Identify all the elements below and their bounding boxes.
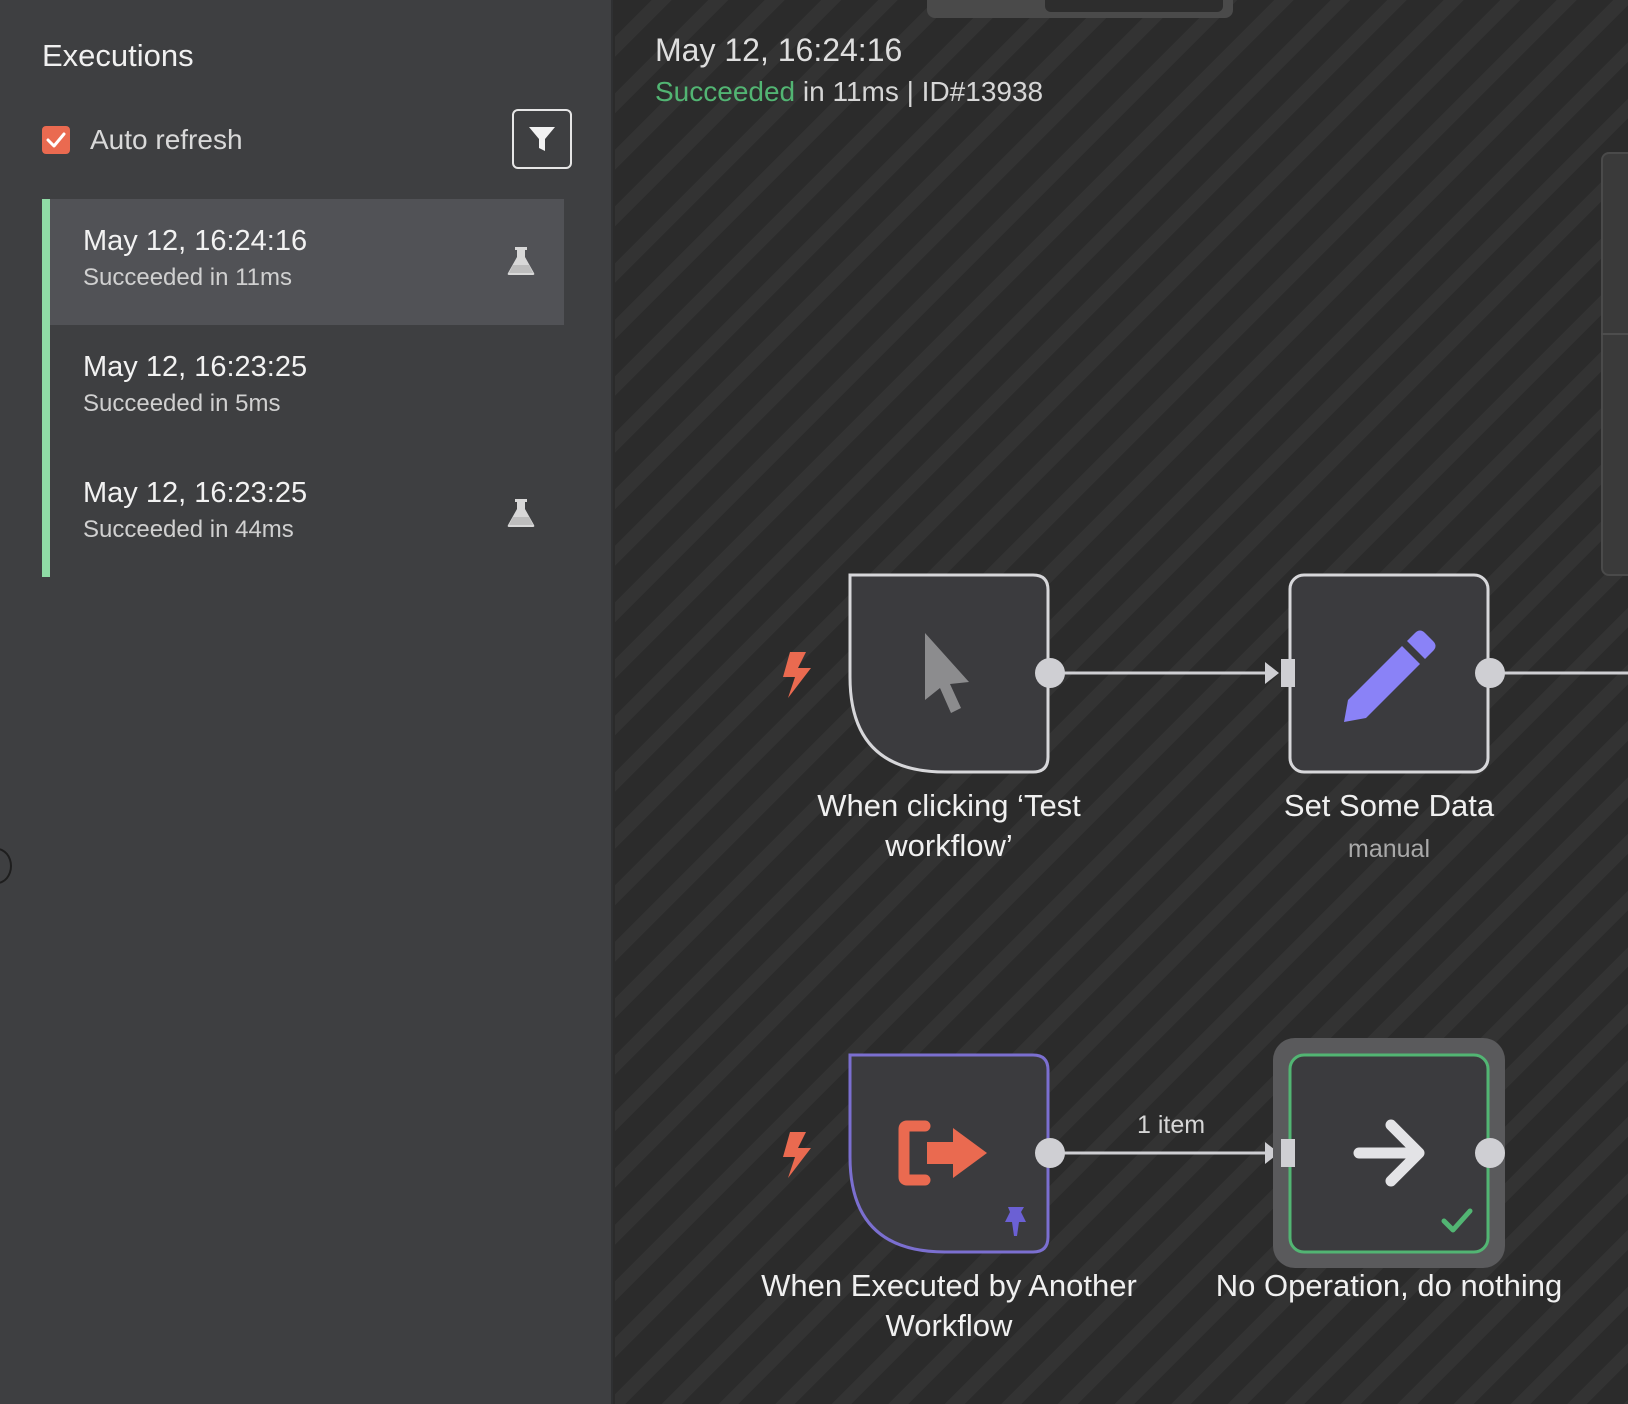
output-handle[interactable] xyxy=(1475,658,1505,688)
execution-header-status-detail: in 11ms | ID#13938 xyxy=(795,76,1044,107)
execution-item[interactable]: May 12, 16:23:25 Succeeded in 5ms xyxy=(42,325,564,451)
execution-header-status: Succeeded in 11ms | ID#13938 xyxy=(655,76,1043,108)
sidebar-title: Executions xyxy=(42,38,194,73)
input-handle[interactable] xyxy=(1281,1139,1295,1167)
auto-refresh-toggle[interactable]: Auto refresh xyxy=(42,122,243,158)
output-handle[interactable] xyxy=(1035,658,1065,688)
node-label-manual-trigger: When clicking ‘Test workflow’ xyxy=(817,788,1081,863)
flask-icon xyxy=(507,499,535,527)
node-no-operation[interactable] xyxy=(1273,1038,1505,1268)
canvas-controls-divider xyxy=(1601,333,1628,335)
execution-date: May 12, 16:23:25 xyxy=(83,477,308,509)
canvas-controls-panel[interactable] xyxy=(1601,152,1628,576)
execution-status: Succeeded in 11ms xyxy=(83,264,293,291)
workflow-graph xyxy=(783,573,1628,1268)
connection-execute-to-noop[interactable] xyxy=(1050,1142,1279,1164)
connection-item-count: 1 item xyxy=(1137,1111,1206,1139)
auto-refresh-label: Auto refresh xyxy=(90,124,243,155)
flask-icon xyxy=(507,247,535,275)
output-handle[interactable] xyxy=(1035,1138,1065,1168)
execution-item[interactable]: May 12, 16:24:16 Succeeded in 11ms xyxy=(42,199,564,325)
filter-button[interactable] xyxy=(512,109,572,169)
execution-item[interactable]: May 12, 16:23:25 Succeeded in 44ms xyxy=(42,451,564,577)
auto-refresh-checkbox[interactable] xyxy=(42,126,70,154)
sign-out-icon xyxy=(898,1120,987,1186)
execution-status: Succeeded in 44ms xyxy=(83,516,294,543)
execution-list: May 12, 16:24:16 Succeeded in 11ms May 1… xyxy=(42,199,564,577)
workflow-canvas[interactable]: May 12, 16:24:16 Succeeded in 11ms | ID#… xyxy=(615,0,1628,1404)
filter-icon xyxy=(529,127,555,151)
output-handle[interactable] xyxy=(1475,1138,1505,1168)
execution-header-date: May 12, 16:24:16 xyxy=(655,32,903,68)
node-label-set-some-data: Set Some Data xyxy=(1283,788,1495,823)
execution-date: May 12, 16:24:16 xyxy=(83,225,308,257)
node-subtitle-set-some-data: manual xyxy=(1348,835,1430,863)
execution-header-status-word: Succeeded xyxy=(655,76,796,107)
execution-date: May 12, 16:23:25 xyxy=(83,351,308,383)
pin-icon xyxy=(1005,1207,1026,1236)
node-execute-workflow-trigger[interactable] xyxy=(848,1053,1065,1254)
trigger-bolt-icon xyxy=(783,652,811,698)
cursor-icon xyxy=(925,633,969,713)
node-label-no-operation: No Operation, do nothing xyxy=(1215,1268,1563,1303)
arrow-right-icon xyxy=(1353,1119,1425,1187)
success-check-icon xyxy=(1441,1208,1473,1233)
execution-status: Succeeded in 5ms xyxy=(83,390,281,417)
connection-manual-to-set[interactable] xyxy=(1050,662,1279,684)
pencil-icon xyxy=(1344,630,1436,722)
top-tab-active[interactable] xyxy=(1045,0,1223,12)
node-label-execute-workflow-trigger: When Executed by Another Workflow xyxy=(761,1268,1137,1343)
node-set-some-data[interactable] xyxy=(1281,573,1505,774)
input-handle[interactable] xyxy=(1281,659,1295,687)
node-manual-trigger[interactable] xyxy=(848,573,1065,774)
trigger-bolt-icon xyxy=(783,1132,811,1178)
check-icon xyxy=(46,132,66,148)
executions-sidebar: Executions Auto refresh May 12, 16:24:16… xyxy=(0,0,613,1404)
